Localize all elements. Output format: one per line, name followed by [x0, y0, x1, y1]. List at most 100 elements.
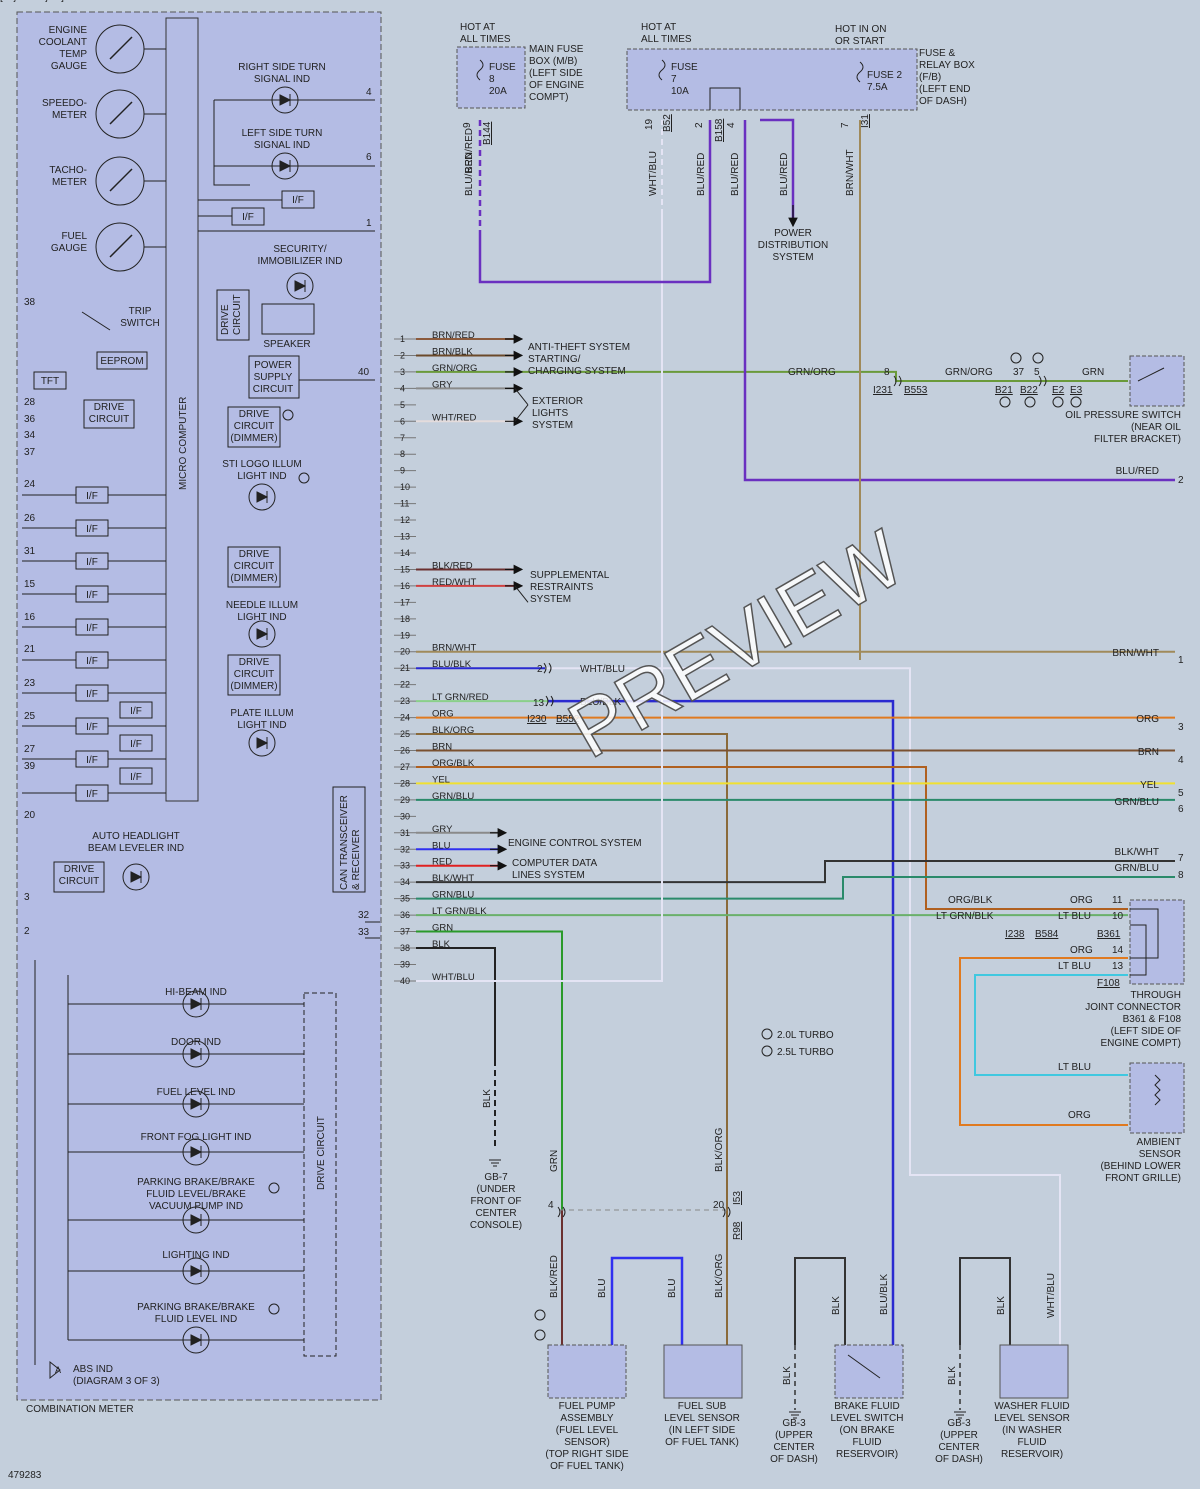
connector-pin-24: 24 [400, 713, 410, 723]
wire-blk-washer-gnd [959, 1257, 1011, 1345]
drive-circuit-v-box [216, 289, 250, 341]
wire-label-16: RED/WHT [432, 577, 477, 588]
conn-f108: F108 [1097, 978, 1120, 989]
conn-r98: R98 [732, 1221, 743, 1240]
wire-blu-red-meter [478, 120, 712, 284]
wire-label-4: GRY [432, 379, 453, 390]
wht-blu-washer-label: WHT/BLU [1046, 1273, 1057, 1318]
tj-pin-14: 14 [1112, 945, 1124, 956]
connector-pin-22: 22 [400, 680, 410, 690]
fuse-conn: B158 [714, 118, 725, 142]
drive-circuit-box-2 [53, 861, 105, 893]
wire-label-26: BRN [432, 742, 452, 753]
blk-wht-right-label: BLK/WHT [1115, 847, 1159, 858]
note-ind-2 [268, 1303, 280, 1315]
org-ambient-label: ORG [1068, 1110, 1091, 1121]
indicator-label-1: DOOR IND [171, 1037, 221, 1048]
org-right-label: ORG [1136, 714, 1159, 725]
conn-b361: B361 [1097, 929, 1121, 940]
auto-headlight-led [122, 863, 150, 891]
plate-illum-led-symbol [256, 737, 269, 749]
power-wire-label-1: WHT/BLU [648, 151, 659, 196]
wire-label-28: YEL [432, 774, 450, 785]
conn-5: 5 [1034, 367, 1040, 378]
blu-blk-label: BLU/BLK [580, 697, 621, 708]
gauge-3-needle [109, 234, 133, 258]
tft-box [33, 371, 67, 390]
if-col-label-8: I/F [86, 755, 98, 766]
meter-left-pin-15: 15 [24, 579, 36, 590]
legend-1-symbol [761, 1028, 773, 1040]
wire-label-29: GRN/BLU [432, 791, 474, 802]
connector-pin-40: 40 [400, 976, 410, 986]
meter-left-pin-34: 34 [24, 430, 36, 441]
drive-circuit-right-box [303, 992, 337, 1357]
connector-pin-10: 10 [400, 482, 410, 492]
conn-i231: I231 [873, 385, 893, 396]
connector-pin-19: 19 [400, 630, 410, 640]
needle-illum-led [248, 620, 276, 648]
connector-pin-16: 16 [400, 581, 410, 591]
gauge-2-needle [109, 168, 133, 192]
meter-left-pin-31: 31 [24, 546, 36, 557]
wire-label-2: BRN/BLK [432, 346, 473, 357]
meter-pin-33: 33 [358, 927, 370, 938]
drive-circuit-right-label: DRIVE CIRCUIT [316, 1116, 327, 1190]
bracket-ext [514, 388, 529, 406]
speaker-box [261, 303, 315, 335]
meter-left-pin-39: 39 [24, 761, 36, 772]
wire-wht-blu-40 [416, 215, 663, 982]
auto-headlight-led-symbol [130, 871, 143, 883]
meter-left-pin-27: 27 [24, 744, 36, 755]
if-col-label-2: I/F [86, 557, 98, 568]
abs-ind-label: ABS IND(DIAGRAM 3 OF 3) [73, 1364, 160, 1387]
gauge-1-needle [109, 101, 133, 125]
conn-i53: I53 [732, 1191, 743, 1205]
if-col-label-5: I/F [86, 656, 98, 667]
note-pump-2 [534, 1329, 546, 1341]
trip-switch-contact [81, 311, 111, 331]
conn-i238: I238 [1005, 929, 1025, 940]
tft-label: TFT [41, 376, 59, 387]
blk-red-bottom-label: BLK/RED [549, 1255, 560, 1298]
blu-bottom-label-2: BLU [667, 1279, 678, 1298]
power-wire-label-2: BLU/RED [696, 153, 707, 196]
eeprom-box [96, 351, 148, 370]
grn-org-label: GRN/ORG [788, 367, 836, 378]
if-col-label-4: I/F [86, 623, 98, 634]
drive-dimmer-box-0 [227, 406, 281, 448]
blk-org-bottom-label: BLK/ORG [714, 1127, 725, 1172]
drive-circuit-box [83, 399, 135, 429]
meter-left-pin-28: 28 [24, 397, 36, 408]
connector-pin-38: 38 [400, 943, 410, 953]
indicator-label-2: FUEL LEVEL IND [157, 1087, 236, 1098]
abs-letter: A [55, 1365, 61, 1375]
meter-pin-4: 4 [366, 87, 372, 98]
fuse-pin: 19 [644, 118, 655, 130]
plate-illum-led [248, 729, 276, 757]
wire-label-32: BLU [432, 840, 451, 851]
conn-i230: I230 [527, 714, 547, 725]
wire-blu-red-ambient [743, 120, 1175, 482]
meter-left-pin-2: 2 [24, 926, 30, 937]
combination-meter-title: COMBINATION METER [26, 1404, 134, 1415]
fuel-sub-box [663, 1344, 743, 1399]
conn-b584: B584 [1035, 929, 1059, 940]
grn_blu-right-label: GRN/BLU [1115, 797, 1159, 808]
meter-left-pin-25: 25 [24, 711, 36, 722]
meter-pin-6: 6 [366, 152, 372, 163]
conn-bottom-4: 4 [548, 1200, 554, 1211]
